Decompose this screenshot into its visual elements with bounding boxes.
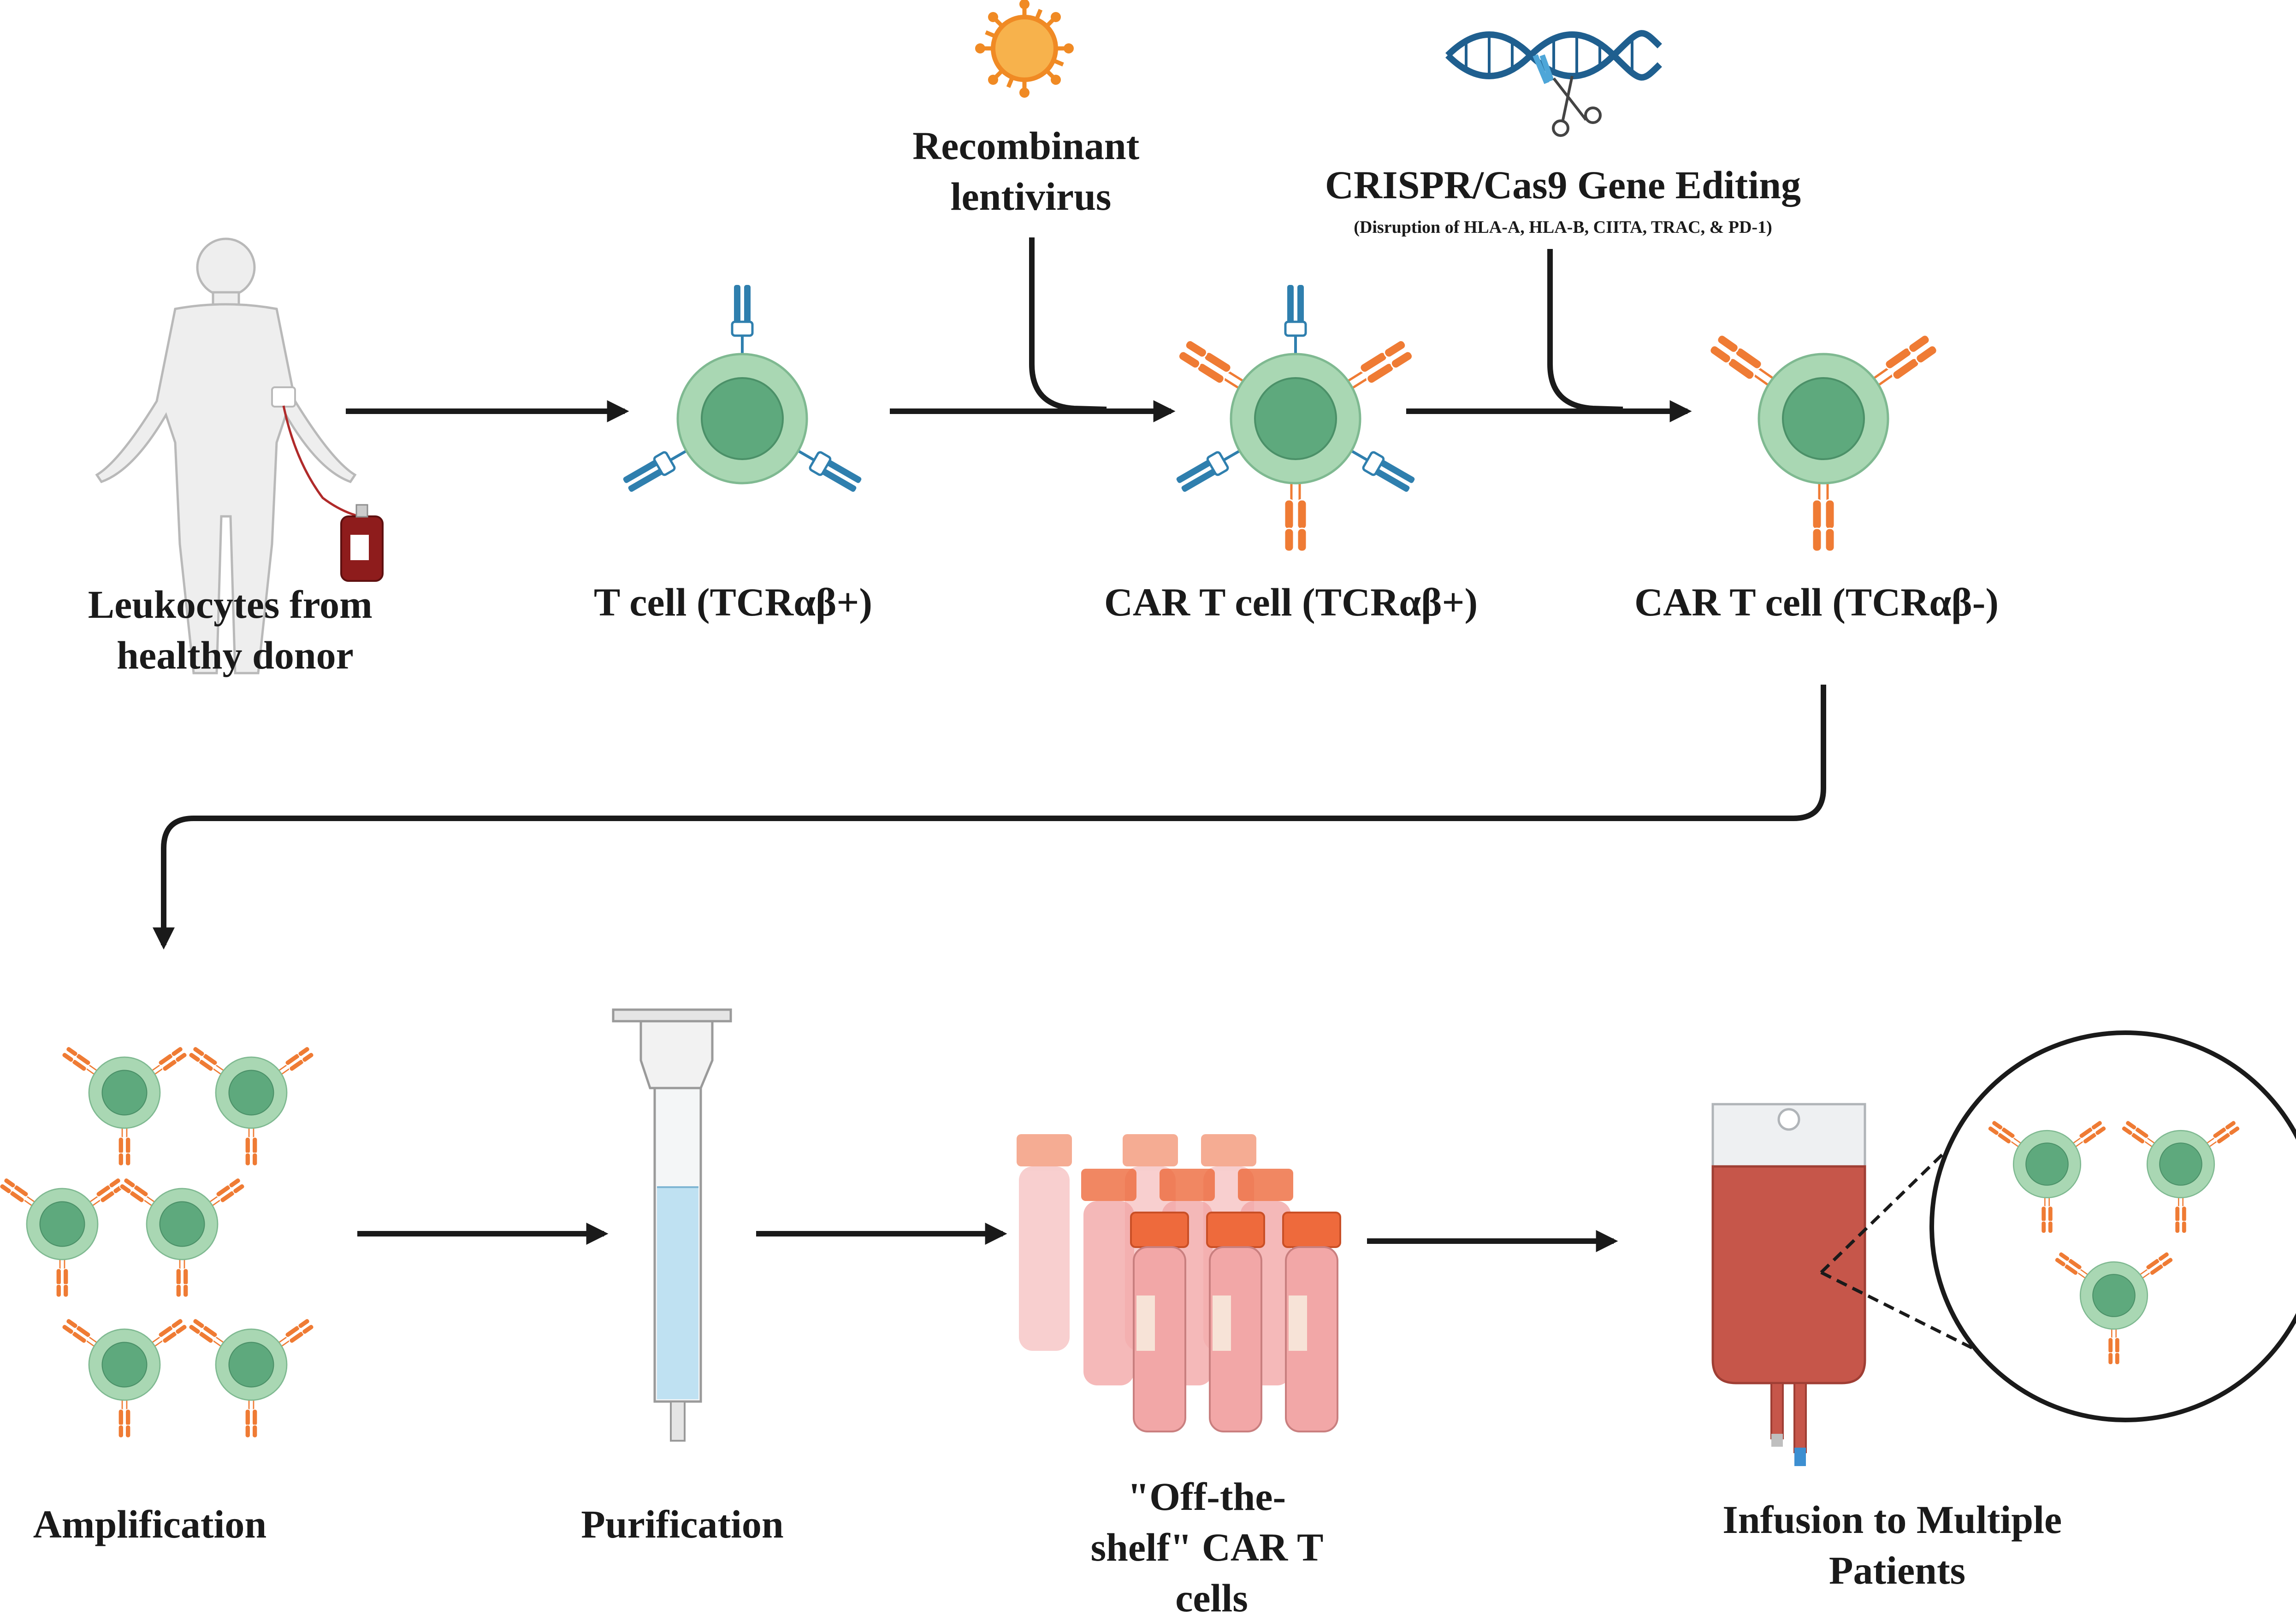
tcell-label: T cell (TCRαβ+) [594,580,872,624]
infusion-label: Infusion to Multiple Patients [1722,1497,2071,1592]
lentivirus-label: Recombinant lentivirus [912,124,1149,219]
t-cell-icon [621,285,863,494]
iv-bag-icon [1711,1103,1866,1466]
crispr-subtitle: (Disruption of HLA-A, HLA-B, CIITA, TRAC… [1354,218,1772,237]
t-cell-icon [188,1318,315,1438]
off-the-shelf-label: "Off-the- shelf" CAR T cells [1091,1474,1333,1615]
tube-icon [1130,1212,1189,1432]
t-cell-icon [61,1318,188,1438]
crispr-title: CRISPR/Cas9 Gene Editing [1325,163,1801,207]
donor-label: Leukocytes from healthy donor [88,582,383,677]
magnifier-icon [1929,1030,2296,1422]
purification-label: Purification [581,1502,784,1546]
t-cell-icon [0,1177,125,1297]
t-cell-icon [188,1046,315,1165]
car-tcell-positive-label: CAR T cell (TCRαβ+) [1104,580,1478,624]
blood-bag-icon [340,504,384,582]
tubes-group [1017,1134,1341,1432]
tube-icon [1282,1212,1341,1432]
amplified-cells-group [0,1046,314,1438]
car-t-cell-tcr-positive-icon [1175,285,1416,551]
column-icon [612,1008,732,1442]
tube-icon [1017,1134,1072,1351]
car-t-cell-tcr-negative-icon [1708,333,1938,551]
dna-scissors-icon [1445,30,1662,137]
crispr-input-line [1547,249,1623,412]
tube-icon [1206,1212,1265,1432]
amplification-label: Amplification [33,1502,266,1546]
arm-cuff [271,386,296,408]
car-tcell-negative-label: CAR T cell (TCRαβ-) [1634,580,1999,624]
t-cell-icon [61,1046,188,1165]
blood-tube-line [282,405,360,518]
virus-icon [975,0,1074,98]
arrow-row-return [153,685,1826,950]
t-cell-icon [119,1177,246,1297]
zoom-line-bottom [1820,1271,2043,1385]
tube-icon [1081,1169,1136,1385]
lentivirus-input-line [1029,237,1107,412]
